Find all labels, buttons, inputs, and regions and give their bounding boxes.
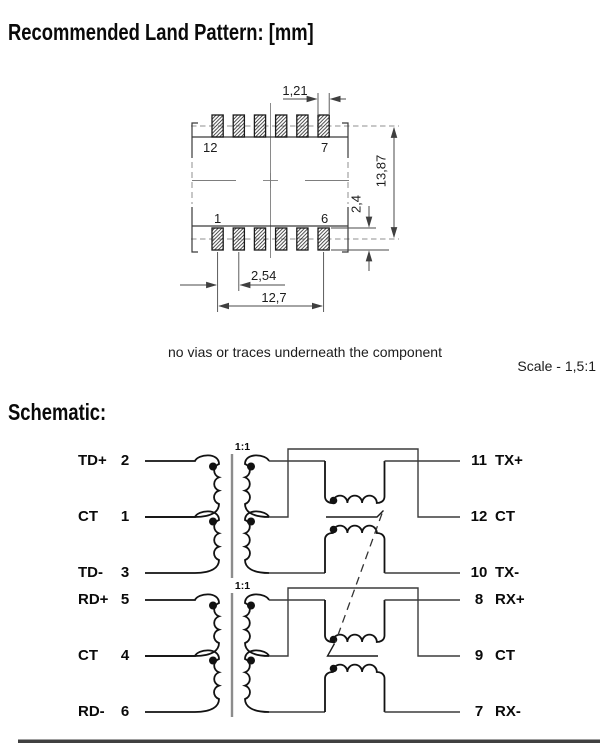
t2-primary-upper — [145, 593, 222, 657]
t1-primary-lower — [145, 510, 222, 574]
footer-bar — [18, 739, 600, 743]
dim-pad-height-value: 2,4 — [349, 195, 364, 213]
pin-name-ct-4: CT — [78, 647, 98, 664]
t1-secondary-lower — [242, 510, 270, 574]
dim-pad-width-value: 1,21 — [282, 83, 307, 98]
pin-name-td-plus: TD+ — [78, 452, 107, 469]
pad-row-bottom — [211, 227, 330, 251]
pin-num-10: 10 — [470, 564, 488, 581]
land-pattern-note: no vias or traces underneath the compone… — [168, 344, 442, 360]
choke2-core — [326, 643, 378, 657]
dim-pad-height: 2,4 — [331, 195, 389, 271]
pin-name-rd-plus: RD+ — [78, 591, 109, 608]
choke2-top-winding — [324, 600, 386, 643]
pad-label-6: 6 — [321, 211, 328, 226]
corner-top-left — [191, 122, 198, 158]
pin-num-3: 3 — [120, 564, 130, 581]
t2-primary-lower — [145, 649, 222, 713]
dim-row-span-value: 12,7 — [261, 290, 286, 305]
t2-secondary-lower — [242, 649, 270, 713]
pin-name-rx-minus: RX- — [495, 703, 521, 720]
t2-ratio: 1:1 — [235, 580, 250, 592]
pin-num-7: 7 — [474, 703, 484, 720]
t1-primary-upper — [145, 454, 222, 518]
pin-name-rx-plus: RX+ — [495, 591, 525, 608]
ct-bridge-2 — [269, 587, 460, 657]
dim-pitch-value: 2,54 — [251, 268, 276, 283]
pin-name-rd-minus: RD- — [78, 703, 105, 720]
pin-num-12: 12 — [470, 508, 488, 525]
choke-link-dashed — [334, 513, 383, 643]
corner-bottom-right — [342, 207, 349, 253]
transformer-1: 1:1 — [145, 441, 270, 578]
choke1-core — [326, 510, 384, 518]
pin-num-1: 1 — [120, 508, 130, 525]
pin-num-6: 6 — [120, 703, 130, 720]
ct-bridge-1 — [269, 448, 460, 518]
t1-ratio: 1:1 — [235, 441, 250, 453]
land-pattern-drawing: 12 7 1 6 1,21 13,87 2,4 — [180, 83, 399, 312]
corner-top-right — [342, 122, 349, 158]
scale-label: Scale - 1,5:1 — [517, 358, 596, 374]
pin-num-8: 8 — [474, 591, 484, 608]
choke-1 — [269, 448, 460, 574]
pad-label-7: 7 — [321, 140, 328, 155]
corner-bottom-left — [191, 207, 198, 253]
dim-pitch: 2,54 — [180, 252, 285, 312]
pin-name-tx-plus: TX+ — [495, 452, 523, 469]
transformer-2: 1:1 — [145, 580, 270, 717]
pin-name-td-minus: TD- — [78, 564, 103, 581]
pin-name-ct-12: CT — [495, 508, 515, 525]
pin-name-ct-9: CT — [495, 647, 515, 664]
schematic-drawing: 1:1 — [145, 441, 460, 717]
dim-pad-width: 1,21 — [282, 83, 346, 114]
pin-num-2: 2 — [120, 452, 130, 469]
pin-num-4: 4 — [120, 647, 130, 664]
pin-num-9: 9 — [474, 647, 484, 664]
pin-num-5: 5 — [120, 591, 130, 608]
dim-overall-height-value: 13,87 — [374, 155, 389, 188]
t2-secondary-upper — [242, 593, 270, 657]
dim-overall-height: 13,87 — [374, 126, 398, 239]
page-title: Recommended Land Pattern: [mm] — [8, 19, 314, 45]
pad-label-1: 1 — [214, 211, 221, 226]
schematic-heading: Schematic: — [8, 399, 107, 425]
pad-row-top — [211, 114, 330, 138]
dim-row-span: 12,7 — [218, 252, 325, 312]
pad-label-12: 12 — [203, 140, 217, 155]
choke-2 — [269, 587, 460, 713]
pin-num-11: 11 — [471, 452, 487, 469]
pin-name-tx-minus: TX- — [495, 564, 520, 581]
horizontal-centerline — [192, 173, 349, 188]
choke1-top-winding — [324, 461, 386, 504]
t1-secondary-upper — [242, 454, 270, 518]
pin-name-ct-1: CT — [78, 508, 98, 525]
